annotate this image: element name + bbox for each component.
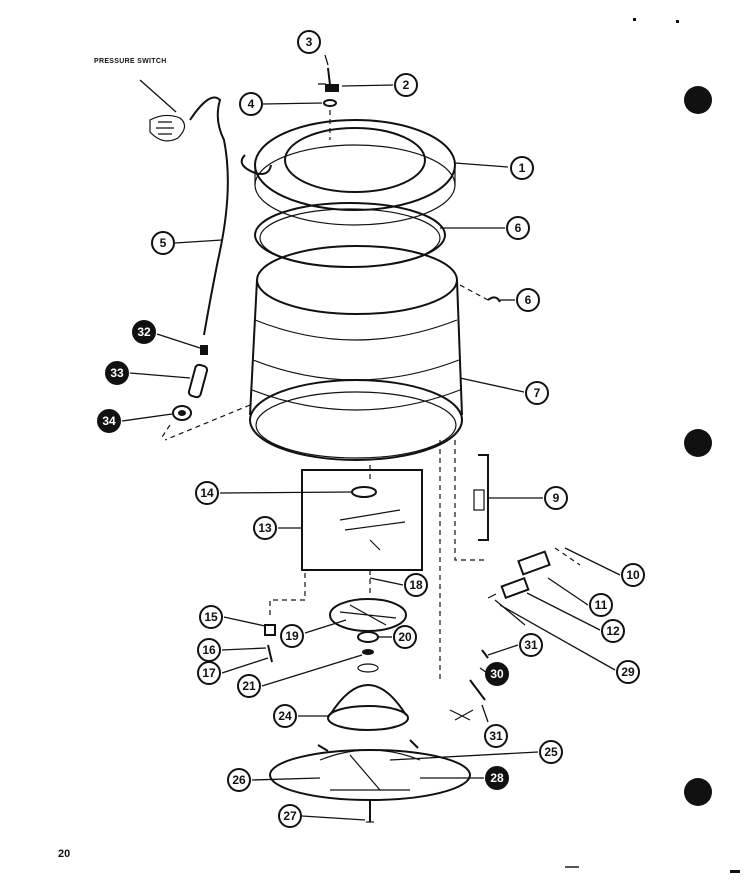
callout-1: 1 [510,156,534,180]
callout-24: 24 [273,704,297,728]
svg-text:34: 34 [102,414,116,428]
svg-text:12: 12 [606,624,620,638]
callout-20: 20 [393,625,417,649]
svg-text:19: 19 [285,629,299,643]
callout-6-upper: 6 [506,216,530,240]
callout-30: 30 [485,662,509,686]
svg-text:2: 2 [403,78,410,92]
screw-part [327,67,331,86]
callout-9: 9 [544,486,568,510]
svg-text:31: 31 [489,729,503,743]
svg-text:9: 9 [553,491,560,505]
hose-clamp-part [200,345,208,355]
callout-14: 14 [195,481,219,505]
callout-31-upper: 31 [519,633,543,657]
svg-text:28: 28 [490,771,504,785]
tub-ring-part [240,119,456,226]
callout-5: 5 [151,231,175,255]
callout-6-lower: 6 [516,288,540,312]
callout-2: 2 [394,73,418,97]
motor-drive-box [301,469,423,571]
svg-text:3: 3 [306,35,313,49]
callout-32: 32 [132,320,156,344]
callout-27: 27 [278,804,302,828]
callout-31-lower: 31 [484,724,508,748]
callout-29: 29 [616,660,640,684]
svg-text:31: 31 [524,638,538,652]
callout-11: 11 [589,593,613,617]
svg-text:29: 29 [621,665,635,679]
callout-7: 7 [525,381,549,405]
binder-hole-bottom [684,778,712,806]
bolt-part [264,624,276,636]
svg-text:27: 27 [283,809,297,823]
callout-18: 18 [404,573,428,597]
pressure-switch-part [139,79,186,142]
callout-33: 33 [105,361,129,385]
svg-text:13: 13 [258,521,272,535]
air-dome-part [187,363,209,399]
drive-bushing-part [351,486,377,498]
pressure-hose-part [189,96,229,336]
svg-text:4: 4 [248,97,255,111]
svg-text:20: 20 [398,630,412,644]
nut-part [325,84,339,92]
svg-text:17: 17 [202,666,216,680]
plate-upper-part [517,550,551,576]
binder-hole-middle [684,429,712,457]
grommet-part [172,405,192,421]
binder-hole-top [684,86,712,114]
clutch-part [357,631,379,643]
svg-text:14: 14 [200,486,214,500]
base-plate-part [269,739,471,801]
svg-text:6: 6 [525,293,532,307]
callout-34: 34 [97,409,121,433]
svg-text:32: 32 [137,325,151,339]
svg-text:1: 1 [519,161,526,175]
callout-19: 19 [280,624,304,648]
svg-text:5: 5 [160,236,167,250]
tub-bracket-part [478,454,489,541]
callout-10: 10 [621,563,645,587]
page-number: 20 [58,848,71,860]
callout-13: 13 [253,516,277,540]
svg-text:25: 25 [544,745,558,759]
drive-cover-part [327,663,409,731]
svg-text:11: 11 [595,598,608,612]
callout-3: 3 [297,30,321,54]
svg-text:26: 26 [232,773,246,787]
snap-ring-part [362,649,374,655]
callout-4: 4 [239,92,263,116]
callout-16: 16 [197,638,221,662]
svg-text:24: 24 [278,709,292,723]
outer-tub-part [249,245,463,461]
svg-text:15: 15 [204,610,218,624]
svg-text:21: 21 [242,679,256,693]
pressure-switch-label: PRESSURE SWITCH [94,58,167,65]
svg-text:33: 33 [110,366,124,380]
svg-text:18: 18 [409,578,423,592]
plate-lower-part [500,576,530,600]
callout-17: 17 [197,661,221,685]
washer-part [323,99,337,107]
svg-text:16: 16 [202,643,216,657]
svg-text:30: 30 [490,667,504,681]
svg-text:10: 10 [626,568,640,582]
callout-12: 12 [601,619,625,643]
callout-25: 25 [539,740,563,764]
callout-26: 26 [227,768,251,792]
callout-21: 21 [237,674,261,698]
svg-text:7: 7 [534,386,541,400]
callout-28: 28 [485,766,509,790]
callout-15: 15 [199,605,223,629]
svg-text:6: 6 [515,221,522,235]
